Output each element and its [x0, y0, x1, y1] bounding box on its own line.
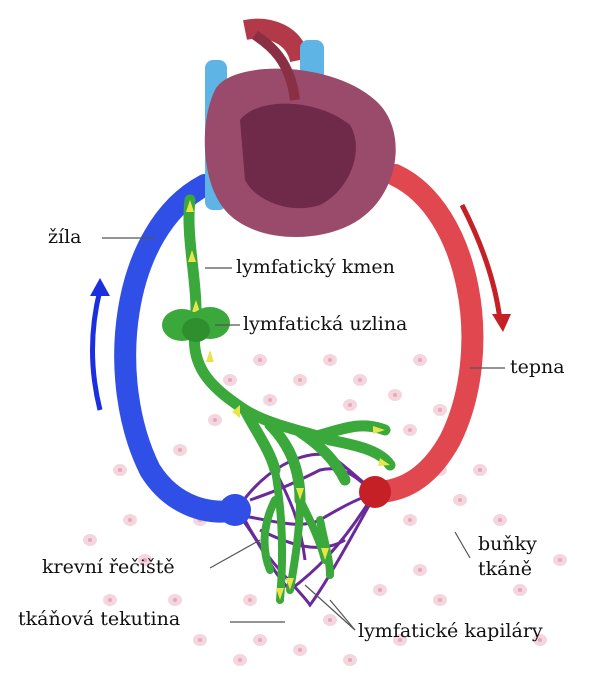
tissue-cell-nucleus: [238, 658, 242, 662]
tissue-cell-nucleus: [393, 393, 397, 397]
tissue-cell-nucleus: [268, 398, 272, 402]
tissue-cell-nucleus: [498, 518, 502, 522]
lymph-capillaries-label: lymfatické kapiláry: [358, 622, 543, 641]
tissue-cell-nucleus: [418, 358, 422, 362]
heart-icon: [205, 29, 396, 237]
tissue-cell-nucleus: [348, 403, 352, 407]
tissue-cell-nucleus: [328, 358, 332, 362]
tissue-cell-nucleus: [418, 568, 422, 572]
tissue-cell-nucleus: [258, 638, 262, 642]
lymph-trunk-label: lymfatický kmen: [236, 258, 395, 277]
capillary-bed: [235, 454, 375, 605]
tissue-cell-nucleus: [408, 428, 412, 432]
tissue-cell-nucleus: [408, 518, 412, 522]
tissue-cell-nucleus: [108, 598, 112, 602]
vein-label: žíla: [48, 228, 82, 247]
capillary-bed-label: krevní řečiště: [42, 558, 175, 577]
tissue-cell-nucleus: [128, 518, 132, 522]
artery-label: tepna: [510, 358, 565, 377]
tissue-cells-label-line1: buňky: [478, 535, 537, 554]
tissue-cell-nucleus: [173, 598, 177, 602]
artery-junction: [359, 476, 391, 508]
tissue-cell-nucleus: [178, 448, 182, 452]
tissue-cell-nucleus: [348, 658, 352, 662]
tissue-fluid-label: tkáňová tekutina: [18, 610, 180, 629]
vein-direction-arrow: [90, 278, 110, 410]
tissue-cell-nucleus: [213, 418, 217, 422]
tissue-cell-nucleus: [328, 618, 332, 622]
tissue-cell-nucleus: [458, 498, 462, 502]
tissue-cells-label-line2: tkáně: [478, 560, 532, 579]
tissue-cell-nucleus: [558, 558, 562, 562]
tissue-cell-nucleus: [228, 378, 232, 382]
tissue-cell-nucleus: [478, 468, 482, 472]
tissue-cell-nucleus: [198, 638, 202, 642]
vein-junction: [219, 494, 251, 526]
tissue-cell-nucleus: [258, 358, 262, 362]
tissue-cell-nucleus: [118, 468, 122, 472]
tissue-cell-nucleus: [88, 538, 92, 542]
tissue-cell-nucleus: [438, 598, 442, 602]
tissue-cell-nucleus: [298, 648, 302, 652]
vein-arc: [125, 185, 235, 512]
tissue-cell-nucleus: [378, 588, 382, 592]
tissue-cell-nucleus: [358, 378, 362, 382]
tissue-cell-nucleus: [518, 588, 522, 592]
tissue-cell-nucleus: [438, 408, 442, 412]
lymph-vessels: [189, 200, 390, 500]
tissue-cell-nucleus: [298, 378, 302, 382]
tissue-cell-nucleus: [248, 598, 252, 602]
lymph-node-label: lymfatická uzlina: [243, 315, 407, 334]
